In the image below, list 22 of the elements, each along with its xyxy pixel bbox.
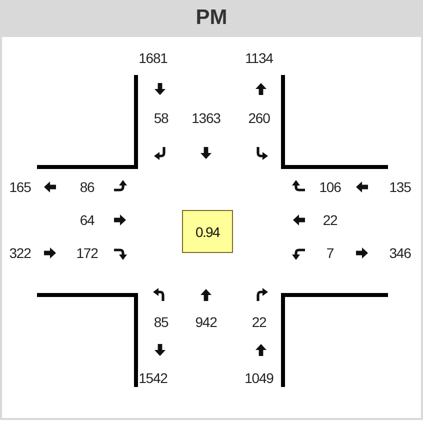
volume-count: 58	[154, 110, 168, 126]
volume-count: 85	[154, 314, 168, 330]
volume-count: 22	[322, 212, 338, 228]
volume-count: 260	[248, 110, 270, 126]
volume-count: 1134	[245, 50, 273, 66]
volume-count: 86	[80, 179, 94, 195]
volume-count: 322	[9, 245, 31, 261]
volume-count: 106	[319, 179, 341, 195]
volume-count: 346	[389, 245, 411, 261]
volume-count: 165	[9, 179, 31, 195]
ratio-box: 0.94	[182, 210, 233, 253]
volume-count: 942	[195, 314, 217, 330]
volume-count: 1363	[192, 110, 220, 126]
volume-count: 135	[389, 179, 411, 195]
volume-count: 172	[76, 245, 98, 261]
volume-count: 7	[326, 245, 334, 261]
title: PM	[196, 6, 228, 30]
volume-count: 1542	[138, 370, 168, 386]
volume-count: 22	[252, 314, 266, 330]
volume-count: 1049	[244, 370, 274, 386]
volume-count: 1681	[138, 50, 168, 66]
volume-count: 64	[80, 212, 94, 228]
